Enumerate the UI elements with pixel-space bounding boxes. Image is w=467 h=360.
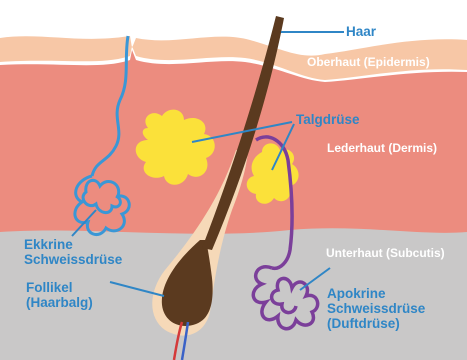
label-oberhaut: Oberhaut (Epidermis)	[307, 56, 430, 69]
label-talgdruese: Talgdrüse	[296, 112, 360, 127]
label-haar: Haar	[346, 24, 376, 39]
label-apokrine-schweissdruese: Apokrine Schweissdrüse (Duftdrüse)	[327, 286, 425, 331]
label-ekkrine-schweissdruese: Ekkrine Schweissdrüse	[24, 237, 122, 267]
label-unterhaut: Unterhaut (Subcutis)	[326, 247, 445, 260]
label-follikel-line1: Follikel	[26, 280, 93, 295]
label-ekkrine-line2: Schweissdrüse	[24, 252, 122, 267]
label-ekkrine-line1: Ekkrine	[24, 237, 122, 252]
label-follikel-line2: (Haarbalg)	[26, 295, 93, 310]
label-apokrine-line2: Schweissdrüse	[327, 301, 425, 316]
label-lederhaut: Lederhaut (Dermis)	[327, 142, 437, 155]
label-apokrine-line1: Apokrine	[327, 286, 425, 301]
label-apokrine-line3: (Duftdrüse)	[327, 316, 425, 331]
label-follikel: Follikel (Haarbalg)	[26, 280, 93, 310]
